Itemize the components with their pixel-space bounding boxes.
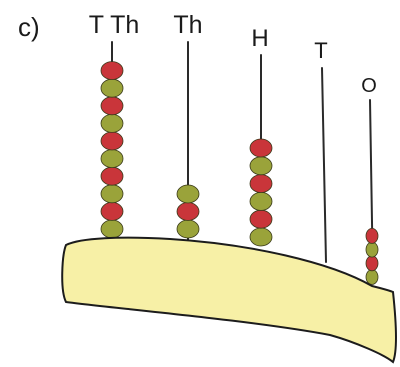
bead-hundreds [250, 157, 272, 175]
bead-thousands [177, 185, 199, 203]
rod-label-ten-thousands: T Th [89, 11, 140, 39]
bead-ten-thousands [101, 150, 123, 168]
rod-tens [322, 68, 326, 262]
beads-hundreds [250, 139, 272, 246]
bead-ten-thousands [101, 202, 123, 220]
beads-thousands [177, 185, 199, 238]
bead-ten-thousands [101, 62, 123, 80]
bead-hundreds [250, 192, 272, 210]
part-label: c) [18, 12, 40, 42]
bead-ten-thousands [101, 167, 123, 185]
bead-ten-thousands [101, 114, 123, 132]
bead-hundreds [250, 228, 272, 246]
bead-ten-thousands [101, 97, 123, 115]
bead-ones [366, 270, 378, 285]
bead-ten-thousands [101, 132, 123, 150]
bead-thousands [177, 203, 199, 221]
bead-ten-thousands [101, 185, 123, 203]
bead-hundreds [250, 175, 272, 193]
beads-ten-thousands [101, 62, 123, 238]
rod-label-thousands: Th [173, 11, 202, 39]
rod-label-hundreds: H [251, 25, 268, 52]
bead-ones [366, 256, 378, 271]
bead-ten-thousands [101, 79, 123, 97]
abacus-base [62, 238, 396, 362]
bead-ones [366, 242, 378, 257]
rod-label-tens: T [314, 38, 327, 63]
bead-ten-thousands [101, 220, 123, 238]
bead-hundreds [250, 210, 272, 228]
bead-thousands [177, 220, 199, 238]
beads-ones [366, 228, 378, 284]
rod-label-ones: O [361, 75, 377, 97]
bead-ones [366, 228, 378, 243]
bead-hundreds [250, 139, 272, 157]
